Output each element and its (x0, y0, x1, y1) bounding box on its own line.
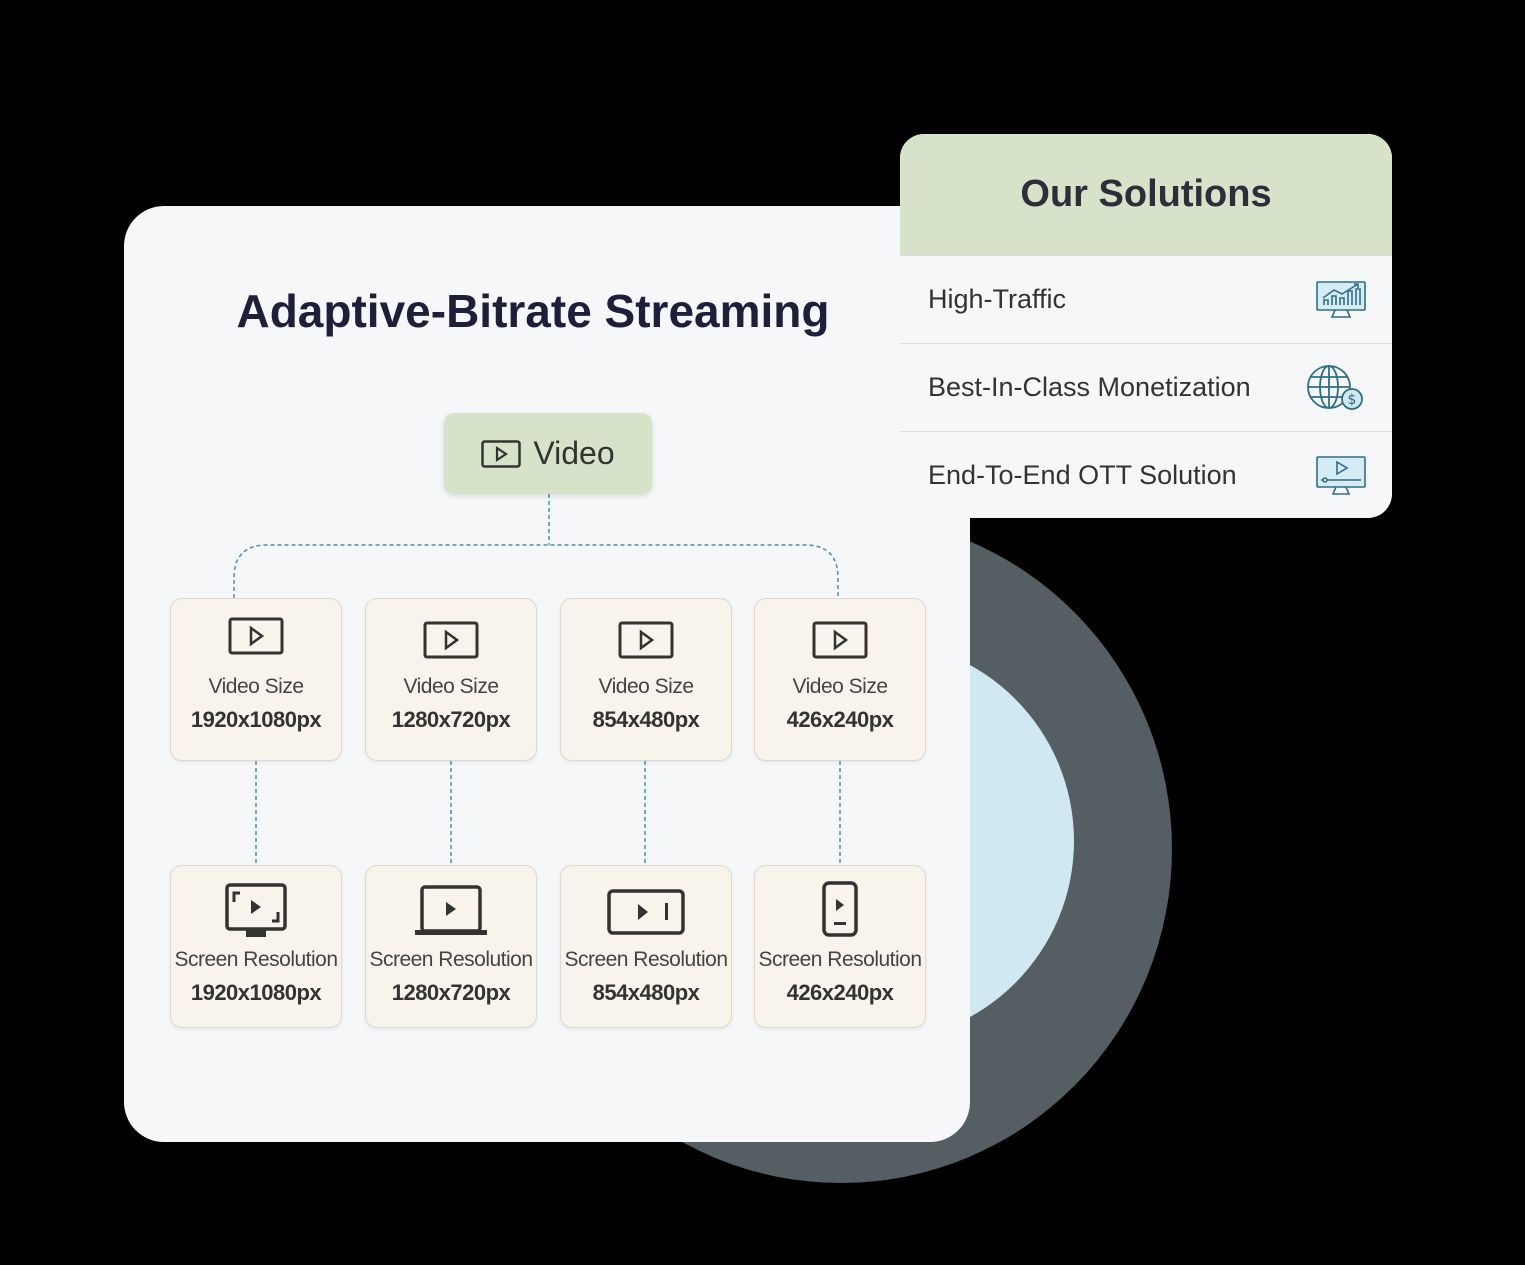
video-size-node: Video Size 854x480px (560, 598, 732, 761)
node-label: Screen Resolution (174, 948, 338, 971)
abr-diagram-card: Adaptive-Bitrate Streaming Video Video S… (124, 206, 970, 1142)
video-root-node: Video (444, 413, 652, 494)
tablet-icon (607, 889, 685, 935)
solution-label: Best-In-Class Monetization (928, 372, 1251, 402)
monitor-icon (225, 883, 287, 937)
node-label: Video Size (208, 675, 304, 698)
node-value: 426x240px (786, 980, 894, 1005)
node-value: 1280x720px (391, 980, 511, 1005)
node-value: 854x480px (592, 980, 700, 1005)
solution-item-ott[interactable]: End-To-End OTT Solution (900, 431, 1392, 518)
video-size-node: Video Size 1280x720px (365, 598, 537, 761)
play-icon (618, 621, 674, 659)
video-size-node: Video Size 426x240px (754, 598, 926, 761)
phone-icon (822, 881, 858, 937)
solution-item-monetization[interactable]: Best-In-Class Monetization $ (900, 343, 1392, 431)
video-size-node: Video Size 1920x1080px (170, 598, 342, 761)
node-label: Video Size (792, 675, 888, 698)
node-value: 1920x1080px (190, 707, 322, 732)
svg-text:$: $ (1348, 392, 1357, 408)
node-label: Screen Resolution (758, 948, 922, 971)
screen-resolution-node: Screen Resolution 854x480px (560, 865, 732, 1028)
node-label: Screen Resolution (564, 948, 728, 971)
play-icon (228, 617, 284, 655)
node-label: Screen Resolution (369, 948, 533, 971)
play-icon (423, 621, 479, 659)
screen-resolution-node: Screen Resolution 1920x1080px (170, 865, 342, 1028)
diagram-title: Adaptive-Bitrate Streaming (236, 285, 830, 337)
node-value: 1280x720px (391, 707, 511, 732)
laptop-icon (415, 885, 487, 935)
solution-label: End-To-End OTT Solution (928, 460, 1237, 490)
video-root-label: Video (533, 435, 615, 471)
screen-resolution-node: Screen Resolution 1280x720px (365, 865, 537, 1028)
play-icon (812, 621, 868, 659)
video-monitor-icon (1316, 455, 1366, 495)
node-value: 426x240px (786, 707, 894, 732)
node-label: Video Size (403, 675, 499, 698)
node-value: 1920x1080px (190, 980, 322, 1005)
connector-lines (233, 494, 841, 865)
screen-resolution-node: Screen Resolution 426x240px (754, 865, 926, 1028)
solution-label: High-Traffic (928, 284, 1067, 314)
solutions-card: Our Solutions High-Traffic Best-In-Class… (900, 134, 1392, 518)
solution-item-high-traffic[interactable]: High-Traffic (900, 255, 1392, 343)
chart-monitor-icon (1316, 280, 1366, 318)
solutions-title: Our Solutions (900, 134, 1392, 255)
globe-dollar-icon: $ (1307, 364, 1363, 410)
play-icon (481, 439, 522, 468)
node-label: Video Size (598, 675, 694, 698)
node-value: 854x480px (592, 707, 700, 732)
